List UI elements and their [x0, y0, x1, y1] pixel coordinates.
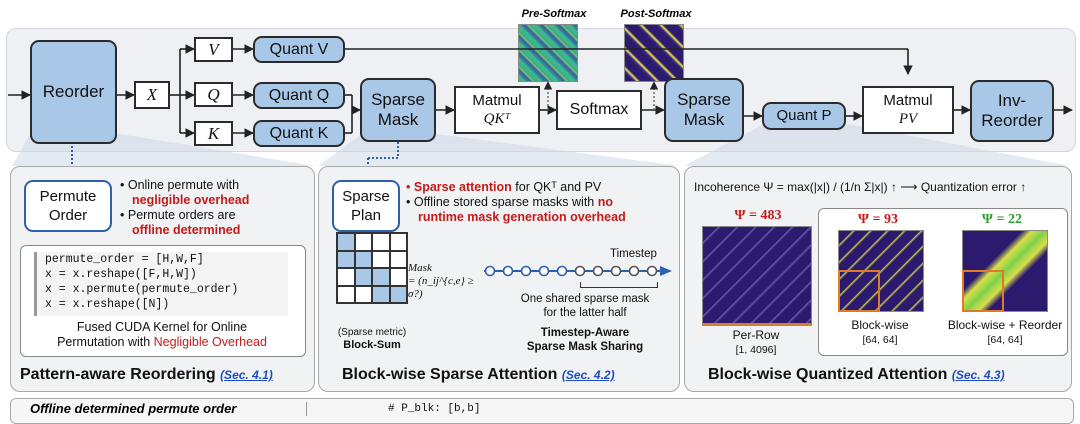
- timestep-aware-caption: Timestep-Aware Sparse Mask Sharing: [490, 326, 680, 354]
- matmul-pv-line1: Matmul: [883, 92, 933, 109]
- block-reorder-label: Block-wise + Reorder: [947, 318, 1063, 332]
- post-softmax-label: Post-Softmax: [620, 8, 692, 20]
- shared-mask-text: One shared sparse mask for the latter ha…: [500, 292, 670, 320]
- psi-93-label: Ψ = 93: [858, 212, 898, 227]
- panel3-title: Block-wise Quantized Attention (Sec. 4.3…: [708, 366, 1005, 383]
- panel1-bullets: • Online permute with negligible overhea…: [120, 178, 310, 238]
- matmul-pv-box: Matmul PV: [862, 86, 954, 134]
- shared-mask-line2: for the latter half: [543, 307, 627, 319]
- panel1-title: Pattern-aware Reordering (Sec. 4.1): [20, 366, 273, 383]
- per-row-label: Per-Row: [732, 328, 780, 342]
- shared-mask-line1: One shared sparse mask: [520, 293, 650, 305]
- per-row-caption: Per-Row [1, 4096]: [700, 328, 812, 358]
- quant-q-box: Quant Q: [253, 82, 345, 109]
- sparse-mask-2-box: Sparse Mask: [664, 78, 744, 142]
- permute-order-line2: Order: [48, 207, 88, 224]
- quant-p-box: Quant P: [762, 102, 846, 130]
- block-wise-highlight: [838, 270, 880, 312]
- sparse-mask-2-line2: Mask: [683, 110, 725, 129]
- bottom-divider: [306, 402, 307, 416]
- quant-v-box: Quant V: [253, 36, 345, 63]
- psi-483-label: Ψ = 483: [734, 208, 782, 223]
- per-row-heatmap: [702, 226, 812, 326]
- block-reorder-caption: Block-wise + Reorder [64, 64]: [940, 318, 1070, 348]
- bottom-code: # P_blk: [b,b]: [388, 403, 481, 415]
- quant-k-box: Quant K: [253, 120, 345, 147]
- block-sum-label: Block-Sum: [343, 339, 401, 351]
- sparse-plan-box: Sparse Plan: [332, 180, 400, 232]
- block-wise-label: Block-wise: [851, 318, 909, 332]
- permute-order-line1: Permute: [39, 188, 97, 205]
- inv-reorder-line2: Reorder: [981, 111, 1043, 130]
- mask-formula: Mask = (n_ij^{c,e} ≥ σ?): [408, 262, 478, 301]
- block-reorder-highlight: [962, 270, 1004, 312]
- code-line-3: x = x.permute(permute_order): [45, 283, 239, 296]
- q-box: Q: [194, 82, 233, 107]
- post-softmax-heatmap: [624, 24, 684, 82]
- timestep-label: Timestep: [610, 248, 657, 260]
- matmul-qk-line2: QKᵀ: [483, 111, 511, 127]
- block-reorder-dim: [64, 64]: [987, 334, 1023, 346]
- shared-mask-bracket: [580, 282, 658, 288]
- sparse-mask-1-line2: Mask: [377, 110, 419, 129]
- reorder-box: Reorder: [30, 40, 117, 144]
- timestep-chain: [484, 265, 672, 277]
- panel2-bullet-2: • Offline stored sparse masks with no: [406, 195, 614, 209]
- code-line-2: x = x.reshape([F,H,W]): [45, 268, 197, 281]
- sec-4-2-link[interactable]: (Sec. 4.2): [561, 368, 615, 382]
- code-line-1: permute_order = [H,W,F]: [45, 253, 204, 266]
- psi-22-label: Ψ = 22: [982, 212, 1022, 227]
- block-sum-grid: [336, 232, 408, 304]
- pre-softmax-label: Pre-Softmax: [521, 8, 587, 20]
- sec-4-3-link[interactable]: (Sec. 4.3): [951, 368, 1005, 382]
- matmul-pv-line2: PV: [898, 111, 918, 127]
- permute-order-box: Permute Order: [24, 180, 112, 232]
- code-caption-line1: Fused CUDA Kernel for Online: [76, 320, 248, 334]
- panel2-bullet-1: • Sparse attention for QKᵀ and PV: [406, 180, 602, 194]
- matmul-qk-line1: Matmul: [472, 92, 522, 109]
- sparse-plan-line1: Sparse: [342, 188, 390, 205]
- per-row-dim: [1, 4096]: [735, 344, 777, 356]
- sparse-mask-2-line1: Sparse: [677, 90, 731, 109]
- mask-label: Mask: [408, 262, 432, 274]
- offline-permute-title: Offline determined permute order: [30, 401, 237, 416]
- code-block: permute_order = [H,W,F] x = x.reshape([F…: [34, 252, 288, 316]
- panel1-bullet-2: • Permute orders are: [120, 208, 236, 222]
- x-box: X: [134, 81, 170, 109]
- sparse-mask-1-line1: Sparse: [371, 90, 425, 109]
- v-box: V: [194, 37, 233, 62]
- timestep-aware-line2: Sparse Mask Sharing: [526, 341, 644, 353]
- inv-reorder-box: Inv- Reorder: [970, 80, 1054, 142]
- softmax-box: Softmax: [556, 90, 642, 130]
- panel2-bullets: • Sparse attention for QKᵀ and PV • Offl…: [406, 180, 676, 225]
- inv-reorder-line1: Inv-: [997, 91, 1027, 110]
- panel1-bullet-2b: offline determined: [132, 223, 241, 237]
- matmul-qk-box: Matmul QKᵀ: [454, 86, 540, 134]
- panel2-bullet-2b: runtime mask generation overhead: [418, 210, 626, 224]
- incoherence-text: Incoherence Ψ = max(|x|) / (1/n Σ|x|) ↑ …: [694, 180, 1027, 194]
- sparse-mask-1-box: Sparse Mask: [360, 78, 436, 142]
- block-sum-caption: (Sparse metric) Block-Sum: [326, 326, 418, 352]
- code-caption-line2: Permutation with Negligible Overhead: [57, 335, 267, 349]
- k-box: K: [194, 121, 233, 146]
- code-caption: Fused CUDA Kernel for Online Permutation…: [22, 320, 302, 350]
- panel1-bullet-1: • Online permute with: [120, 178, 240, 192]
- panel1-bullet-1b: negligible overhead: [132, 193, 250, 207]
- panel2-title: Block-wise Sparse Attention (Sec. 4.2): [342, 366, 615, 383]
- block-wise-dim: [64, 64]: [862, 334, 898, 346]
- timestep-aware-line1: Timestep-Aware: [540, 327, 630, 339]
- sparse-metric-label: (Sparse metric): [337, 327, 407, 338]
- mask-formula-text: = (n_ij^{c,e} ≥ σ?): [408, 275, 474, 300]
- block-wise-caption: Block-wise [64, 64]: [826, 318, 934, 348]
- sparse-plan-line2: Plan: [350, 207, 382, 224]
- sec-4-1-link[interactable]: (Sec. 4.1): [220, 368, 273, 382]
- code-line-4: x = x.reshape([N]): [45, 298, 170, 311]
- block-reorder-heatmap: [962, 230, 1048, 312]
